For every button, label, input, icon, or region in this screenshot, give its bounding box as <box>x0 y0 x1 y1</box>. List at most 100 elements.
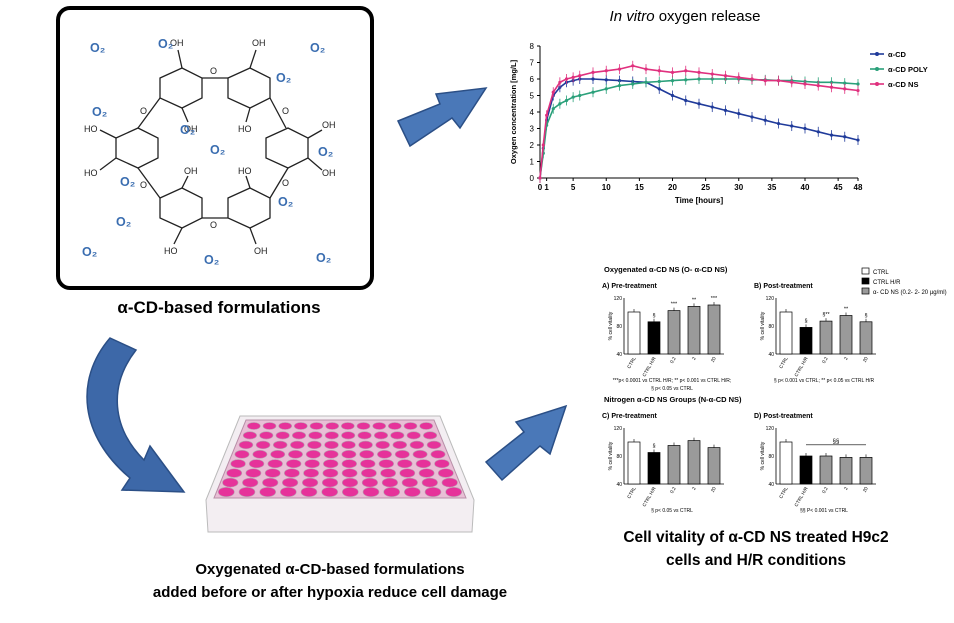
well <box>340 422 355 430</box>
data-point <box>670 79 675 83</box>
y-tick-label: 1 <box>530 158 535 167</box>
well <box>242 477 259 488</box>
category-label: CTRL H/R <box>794 356 810 378</box>
data-point <box>697 102 701 106</box>
significance-label: ** <box>692 297 697 303</box>
legend-label: α-CD NS <box>888 80 918 89</box>
data-point <box>670 70 675 74</box>
well <box>375 440 390 450</box>
well <box>341 449 357 459</box>
o2-label: O₂ <box>310 41 325 55</box>
data-point <box>657 69 661 73</box>
legend-marker <box>875 82 879 86</box>
o2-label: O₂ <box>278 195 293 209</box>
cell-vitality-caption: Cell vitality of α-CD NS treated H9c2 ce… <box>623 529 889 569</box>
well-plate-image <box>205 415 475 533</box>
y-tick-label: 120 <box>766 426 775 432</box>
well <box>430 449 446 459</box>
svg-text:OH: OH <box>322 168 336 178</box>
x-tick-label: 15 <box>635 183 644 192</box>
well <box>288 449 303 459</box>
significance-note: §§ P< 0.001 vs CTRL <box>800 508 848 514</box>
well <box>323 449 339 459</box>
data-point <box>710 72 714 76</box>
data-point <box>564 77 569 81</box>
x-tick-label: 1 <box>544 183 549 192</box>
well <box>278 422 293 430</box>
well <box>293 422 308 430</box>
data-point <box>803 82 807 86</box>
data-point <box>545 113 549 117</box>
data-point <box>604 87 608 91</box>
x-tick-label: 35 <box>767 183 776 192</box>
well <box>341 440 356 450</box>
data-point <box>684 98 688 103</box>
data-point <box>750 115 754 119</box>
well <box>247 422 261 430</box>
category-label: CTRL H/R <box>794 486 810 508</box>
x-tick-label: 48 <box>854 183 863 192</box>
category-label: 20 <box>862 356 870 364</box>
well <box>309 422 324 430</box>
data-point <box>644 80 648 84</box>
y-tick-label: 4 <box>530 108 535 117</box>
bar <box>779 441 793 485</box>
well <box>341 459 357 469</box>
well <box>341 477 359 488</box>
data-point <box>684 69 688 73</box>
well <box>259 486 277 497</box>
well <box>441 477 458 488</box>
bar <box>687 306 701 355</box>
bar <box>839 457 853 485</box>
y-tick-label: 80 <box>616 324 622 330</box>
data-point <box>710 105 714 109</box>
data-point <box>697 70 701 74</box>
bar <box>707 447 721 485</box>
category-label: 0.2 <box>669 356 678 365</box>
category-label: 20 <box>710 486 718 494</box>
legend-swatch <box>861 277 870 285</box>
y-tick-label: 120 <box>614 426 623 432</box>
y-axis-label: % cell vitality <box>760 311 766 340</box>
data-point <box>763 118 767 122</box>
well <box>372 422 387 430</box>
category-label: 2 <box>691 486 698 492</box>
y-tick-label: 80 <box>616 454 622 460</box>
o2-label: O₂ <box>204 253 219 267</box>
o2-label: O₂ <box>318 145 333 159</box>
data-point <box>631 82 635 86</box>
data-point <box>657 87 661 91</box>
y-tick-label: 0 <box>530 174 535 183</box>
well <box>378 459 394 469</box>
data-point <box>631 64 635 68</box>
well <box>226 468 243 478</box>
well <box>360 459 376 469</box>
well <box>321 477 339 488</box>
data-point <box>591 77 595 81</box>
bar <box>687 440 701 485</box>
o2-label: O₂ <box>90 41 105 55</box>
data-point <box>538 176 542 180</box>
well <box>394 449 410 459</box>
o2-label: O₂ <box>316 251 331 265</box>
well <box>373 431 389 440</box>
well <box>322 468 339 478</box>
svg-text:HO: HO <box>84 168 98 178</box>
y-tick-label: 40 <box>768 482 774 488</box>
y-tick-label: 120 <box>766 296 775 302</box>
well <box>291 431 307 440</box>
well <box>401 477 418 488</box>
y-tick-label: 40 <box>616 352 622 358</box>
y-tick-label: 3 <box>530 125 535 134</box>
well <box>275 431 290 440</box>
category-label: CTRL <box>626 486 638 500</box>
legend-marker <box>875 67 879 71</box>
significance-note: § p< 0.05 vs CTRL <box>651 386 693 392</box>
svg-text:O: O <box>282 106 289 116</box>
data-point <box>564 98 569 103</box>
well <box>284 468 300 478</box>
legend-label: α-CD <box>888 50 907 59</box>
well <box>409 440 425 450</box>
